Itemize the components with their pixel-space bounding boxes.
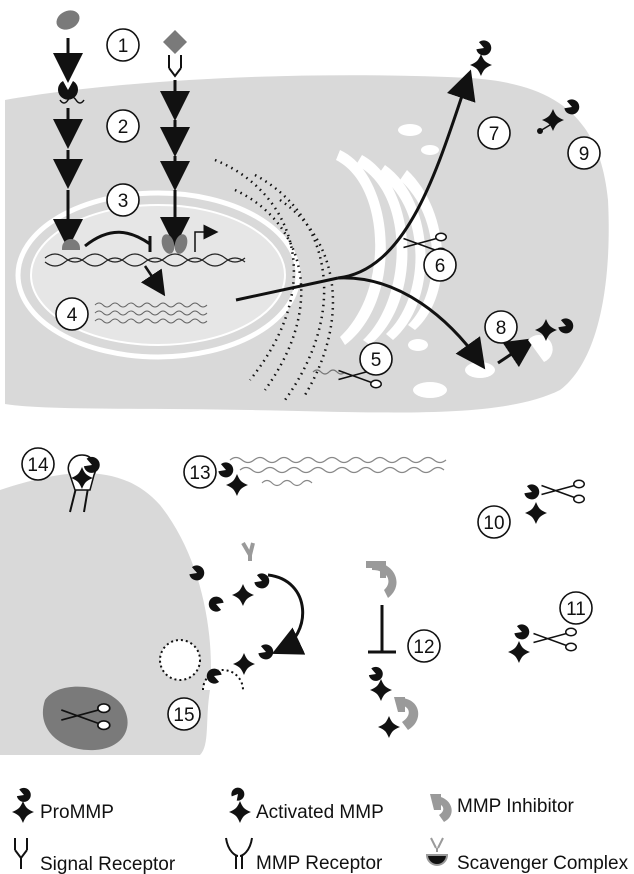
signal-ligand-diamond <box>163 30 187 54</box>
collagen-fibers <box>230 458 446 486</box>
step-marker-3: 3 <box>107 184 139 216</box>
step-marker-2: 2 <box>107 110 139 142</box>
step-marker-4: 4 <box>56 298 88 330</box>
step-number: 6 <box>435 256 446 277</box>
prommp-icon <box>12 801 34 823</box>
step-marker-5: 5 <box>360 343 392 375</box>
mmp-free-10 <box>523 480 584 524</box>
step-number: 1 <box>118 36 129 57</box>
legend-mmp-inhibitor: MMP Inhibitor <box>430 794 575 822</box>
legend: ProMMP Activated MMP MMP Inhibitor Signa… <box>12 785 629 874</box>
mmp-free-11 <box>508 623 576 663</box>
step-number: 14 <box>27 455 49 476</box>
step-marker-10: 10 <box>478 506 510 538</box>
step-number: 5 <box>371 350 382 371</box>
signal-receptor-right <box>169 55 181 76</box>
legend-mmp-receptor-label: MMP Receptor <box>256 853 383 874</box>
nucleus <box>18 193 298 357</box>
step-number: 9 <box>579 144 590 165</box>
step-number: 11 <box>566 599 586 620</box>
legend-signal-receptor: Signal Receptor <box>15 838 176 874</box>
step-marker-15: 15 <box>168 698 200 730</box>
step-number: 4 <box>67 305 78 326</box>
mmp-on-collagen <box>217 461 248 496</box>
signal-receptor-icon <box>15 838 27 869</box>
legend-prommp-label: ProMMP <box>40 802 114 823</box>
step-marker-9: 9 <box>568 137 600 169</box>
step-number: 3 <box>118 191 129 212</box>
step-marker-8: 8 <box>485 311 517 343</box>
step-number: 8 <box>496 318 507 339</box>
step-marker-12: 12 <box>408 630 440 662</box>
prommp-released <box>470 39 493 76</box>
legend-prommp: ProMMP <box>12 786 114 823</box>
step-marker-13: 13 <box>184 456 216 488</box>
step-number: 15 <box>173 705 194 726</box>
step-marker-11: 11 <box>560 592 592 624</box>
step-marker-6: 6 <box>424 249 456 281</box>
step-number: 13 <box>189 463 210 484</box>
signal-ligand-oval <box>53 7 82 33</box>
legend-scavenger-complex: Scavenger Complex <box>427 838 629 874</box>
legend-activated-mmp-label: Activated MMP <box>256 802 384 823</box>
step-number: 2 <box>118 117 129 138</box>
step-marker-14: 14 <box>22 448 54 480</box>
step-number: 10 <box>483 513 504 534</box>
legend-mmp-inhibitor-label: MMP Inhibitor <box>457 796 575 817</box>
mmp-receptor-icon <box>226 838 252 869</box>
mmp-inhibitor-icon <box>430 794 452 822</box>
scavenger-complex-icon <box>427 838 447 865</box>
step-marker-1: 1 <box>107 29 139 61</box>
step-marker-7: 7 <box>478 117 510 149</box>
legend-scavenger-complex-label: Scavenger Complex <box>457 853 629 874</box>
activated-mmp-icon <box>229 801 251 823</box>
step-number: 12 <box>413 637 434 658</box>
legend-mmp-receptor: MMP Receptor <box>226 838 383 874</box>
step-number: 7 <box>489 124 500 145</box>
legend-activated-mmp: Activated MMP <box>229 785 384 823</box>
legend-signal-receptor-label: Signal Receptor <box>40 854 176 874</box>
